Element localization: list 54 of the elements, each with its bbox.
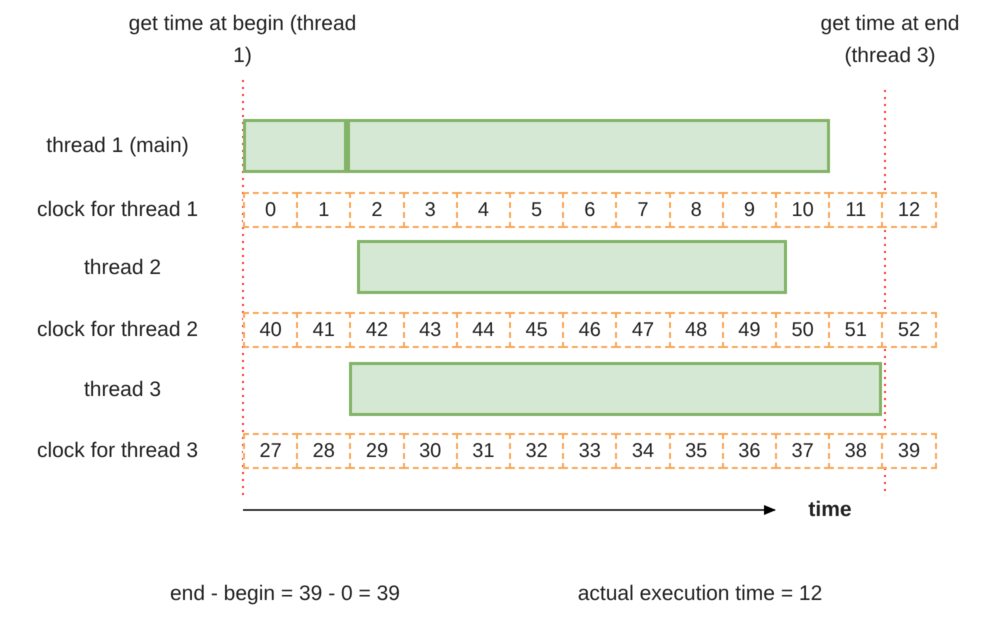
clock-tick-cell: 11 (828, 192, 884, 228)
clock-tick-cell: 2 (349, 192, 405, 228)
clock-tick-cell: 39 (881, 433, 937, 469)
clock-tick-cell: 10 (775, 192, 830, 228)
clock-tick-cell: 48 (668, 312, 724, 348)
clock-tick-cell: 35 (668, 433, 724, 469)
clock-tick-cell: 34 (615, 433, 671, 469)
clock-tick-cell: 32 (509, 433, 564, 469)
row-label: thread 1 (main) (45, 133, 190, 159)
row-label: clock for thread 3 (36, 438, 200, 464)
clock-tick-cell: 52 (881, 312, 937, 348)
clock-tick-cell: 12 (881, 192, 937, 228)
clock-tick-cell: 46 (562, 312, 618, 348)
clock-tick-cell: 40 (243, 312, 298, 348)
thread-bar (349, 362, 882, 416)
axis-label: time (807, 497, 853, 523)
clock-tick-cell: 36 (722, 433, 777, 469)
clock-tick-cell: 3 (402, 192, 458, 228)
thread-bar (347, 119, 830, 173)
clock-tick-cell: 5 (509, 192, 564, 228)
clock-tick-cell: 29 (349, 433, 405, 469)
row-label: clock for thread 2 (36, 317, 200, 343)
clock-tick-cell: 30 (402, 433, 458, 469)
clock-tick-cell: 45 (509, 312, 564, 348)
clock-tick-cell: 49 (722, 312, 777, 348)
clock-tick-cell: 1 (296, 192, 352, 228)
clock-tick-cell: 0 (243, 192, 298, 228)
clock-tick-cell: 38 (828, 433, 884, 469)
clock-tick-cell: 41 (296, 312, 352, 348)
row-label: thread 2 (82, 255, 162, 281)
clock-tick-cell: 9 (722, 192, 777, 228)
clock-tick-cell: 44 (456, 312, 511, 348)
row-label: thread 3 (82, 377, 162, 403)
marker-caption: get time at end (thread 3) (820, 11, 960, 69)
clock-tick-cell: 28 (296, 433, 352, 469)
thread-bar (357, 240, 787, 294)
clock-tick-cell: 33 (562, 433, 618, 469)
row-label: clock for thread 1 (36, 197, 200, 223)
formula-text: end - begin = 39 - 0 = 39 (168, 581, 401, 607)
clock-tick-cell: 4 (456, 192, 511, 228)
clock-tick-cell: 8 (668, 192, 724, 228)
clock-tick-cell: 51 (828, 312, 884, 348)
thread-bar (243, 119, 347, 173)
clock-tick-cell: 50 (775, 312, 830, 348)
clock-tick-cell: 37 (775, 433, 830, 469)
clock-tick-cell: 43 (402, 312, 458, 348)
clock-tick-cell: 42 (349, 312, 405, 348)
clock-tick-cell: 6 (562, 192, 618, 228)
formula-text: actual execution time = 12 (576, 581, 824, 607)
clock-tick-cell: 27 (243, 433, 298, 469)
clock-tick-cell: 31 (456, 433, 511, 469)
clock-tick-cell: 47 (615, 312, 671, 348)
clock-tick-cell: 7 (615, 192, 671, 228)
marker-caption: get time at begin (thread 1) (128, 11, 358, 69)
